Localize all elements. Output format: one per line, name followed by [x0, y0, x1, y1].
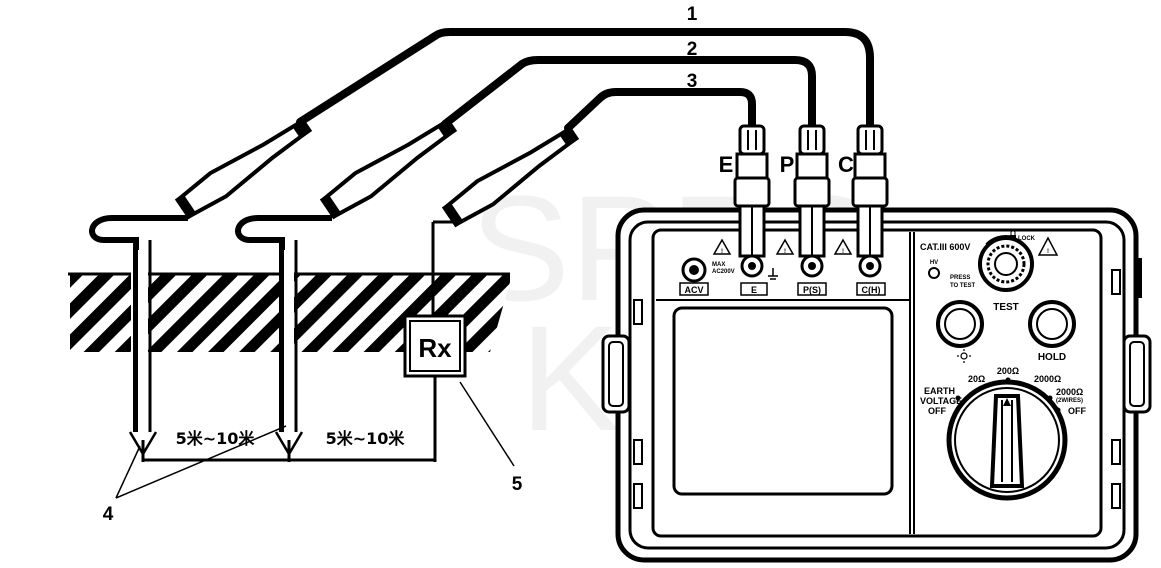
earth-voltage-label-line1: EARTH	[924, 386, 955, 396]
range-2wire-label: 2000Ω	[1056, 387, 1083, 397]
rotary-range-switch[interactable]	[946, 379, 1068, 501]
earth-spike-p	[235, 215, 332, 457]
range-2000-label: 2000Ω	[1034, 374, 1061, 384]
jack-acv[interactable]: ACV	[679, 257, 709, 296]
svg-text:!: !	[721, 249, 723, 255]
off-right-label: OFF	[1068, 406, 1086, 416]
hold-label: HOLD	[1038, 352, 1066, 363]
plug-p	[793, 124, 831, 278]
callout-3: 3	[687, 71, 698, 92]
jack-p-label: P(S)	[803, 285, 821, 295]
terminal-label-p: P	[780, 152, 795, 177]
rx-label: Rx	[418, 333, 452, 363]
hv-label: HV	[930, 260, 938, 266]
plug-c	[851, 124, 889, 278]
warning-triangle-icon: !	[712, 238, 732, 255]
callout-5: 5	[512, 474, 523, 495]
range-2wire-sub-label: (2WIRES)	[1056, 398, 1083, 404]
svg-text:!: !	[1047, 249, 1049, 255]
clamp-1	[174, 117, 313, 220]
jack-c[interactable]: C(H)	[856, 282, 886, 296]
distance-label-1: 5米~10米	[176, 429, 256, 448]
callout-4-leaders	[115, 425, 287, 499]
range-200-label: 200Ω	[997, 366, 1019, 376]
test-knob[interactable]	[978, 234, 1034, 292]
distance-dimensions: 5米~10米 5米~10米	[141, 429, 435, 462]
hv-indicator	[928, 267, 940, 279]
svg-text:!: !	[842, 249, 844, 255]
ground-symbol-icon	[768, 268, 778, 280]
jack-e[interactable]: E	[740, 282, 768, 296]
lcd-display	[672, 306, 894, 496]
clamp-2	[319, 117, 458, 220]
callout-1: 1	[687, 4, 698, 25]
test-label: TEST	[993, 302, 1019, 313]
cable-2	[441, 56, 816, 130]
lock-label: LOCK	[1018, 236, 1036, 242]
warning-triangle-icon: !	[775, 238, 795, 255]
backlight-button[interactable]	[936, 300, 984, 348]
warning-triangle-icon: !	[833, 238, 853, 255]
sun-icon	[957, 349, 971, 363]
max-label-line1: MAX	[712, 262, 725, 268]
terminal-label-e: E	[719, 152, 734, 177]
terminal-label-c: C	[838, 152, 854, 177]
jack-p[interactable]: P(S)	[797, 282, 827, 296]
hold-button[interactable]	[1028, 300, 1076, 348]
cat-rating-label: CAT.III 600V	[920, 242, 970, 252]
warning-triangle-icon: !	[1037, 236, 1059, 256]
earth-voltage-label-line2: VOLTAGE	[920, 396, 962, 406]
jack-e-label: E	[751, 285, 757, 295]
jack-acv-label: ACV	[684, 285, 703, 295]
max-label-line2: AC200V	[712, 269, 735, 275]
press-label-line1: PRESS	[950, 275, 970, 281]
callout-5-leader	[459, 381, 515, 467]
jack-c-label: C(H)	[862, 285, 881, 295]
cable-1	[296, 28, 874, 130]
off-left-label: OFF	[928, 406, 946, 416]
cables	[296, 28, 874, 132]
distance-label-2: 5米~10米	[326, 429, 406, 448]
cable-3	[564, 88, 756, 132]
plug-e	[733, 124, 771, 278]
press-label-line2: TO TEST	[950, 283, 976, 289]
callout-4: 4	[103, 504, 114, 525]
rx-box: Rx	[403, 220, 467, 462]
clamp-3	[441, 125, 580, 228]
svg-text:!: !	[784, 249, 786, 255]
range-20-label: 20Ω	[968, 374, 985, 384]
callout-2: 2	[687, 39, 698, 60]
earth-spike-e	[87, 213, 188, 457]
